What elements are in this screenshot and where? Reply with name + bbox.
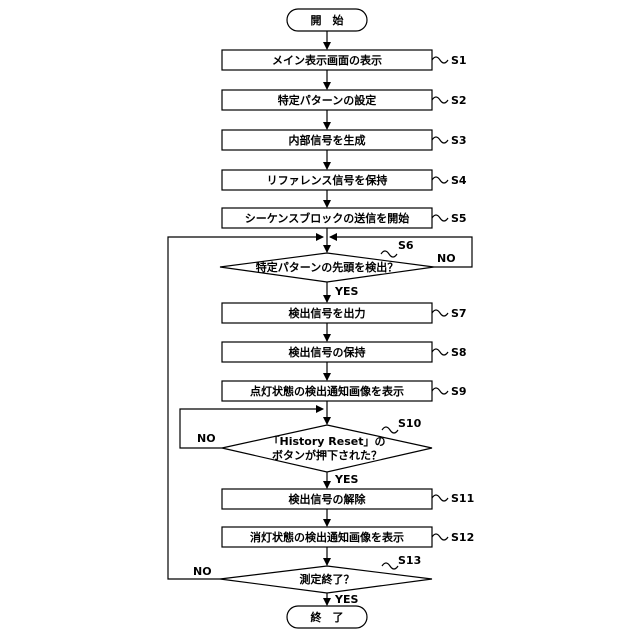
s6-no-label: NO [437,252,456,265]
s13-yes-label: YES [334,593,358,606]
step-id-s11: S11 [451,492,474,505]
s9-label: 点灯状態の検出通知画像を表示 [250,384,404,398]
step-id-s8: S8 [451,346,467,359]
start-label: 開 始 [311,13,344,27]
s10-label-line1: 「History Reset」の [269,434,386,448]
s10-no-label: NO [197,432,216,445]
s11-label: 検出信号の解除 [289,492,367,506]
s5-label: シーケンスブロックの送信を開始 [245,211,409,225]
step-id-s4: S4 [451,174,467,187]
s13-no-label: NO [193,565,212,578]
end-label: 終 了 [311,610,344,624]
s8-label: 検出信号の保持 [289,345,366,359]
step-id-s3: S3 [451,134,467,147]
s6-label: 特定パターンの先頭を検出？ [256,260,398,274]
s2-label: 特定パターンの設定 [278,93,376,107]
s12-label: 消灯状態の検出通知画像を表示 [250,530,404,544]
step-id-s13: S13 [398,554,421,567]
step-id-s12: S12 [451,531,474,544]
s10-yes-label: YES [334,473,358,486]
step-id-s6: S6 [398,239,414,252]
s7-label: 検出信号を出力 [289,306,366,320]
s10-label-line2: ボタンが押下された？ [272,448,382,462]
s4-label: リファレンス信号を保持 [267,173,388,187]
s13-label: 測定終了？ [300,572,355,586]
step-id-s1: S1 [451,54,467,67]
step-id-s5: S5 [451,212,467,225]
s6-yes-label: YES [334,285,358,298]
step-id-s10: S10 [398,417,422,430]
s3-label: 内部信号を生成 [289,133,366,147]
step-id-s2: S2 [451,94,467,107]
s1-label: メイン表示画面の表示 [272,53,382,67]
step-id-s9: S9 [451,385,467,398]
step-id-s7: S7 [451,307,467,320]
